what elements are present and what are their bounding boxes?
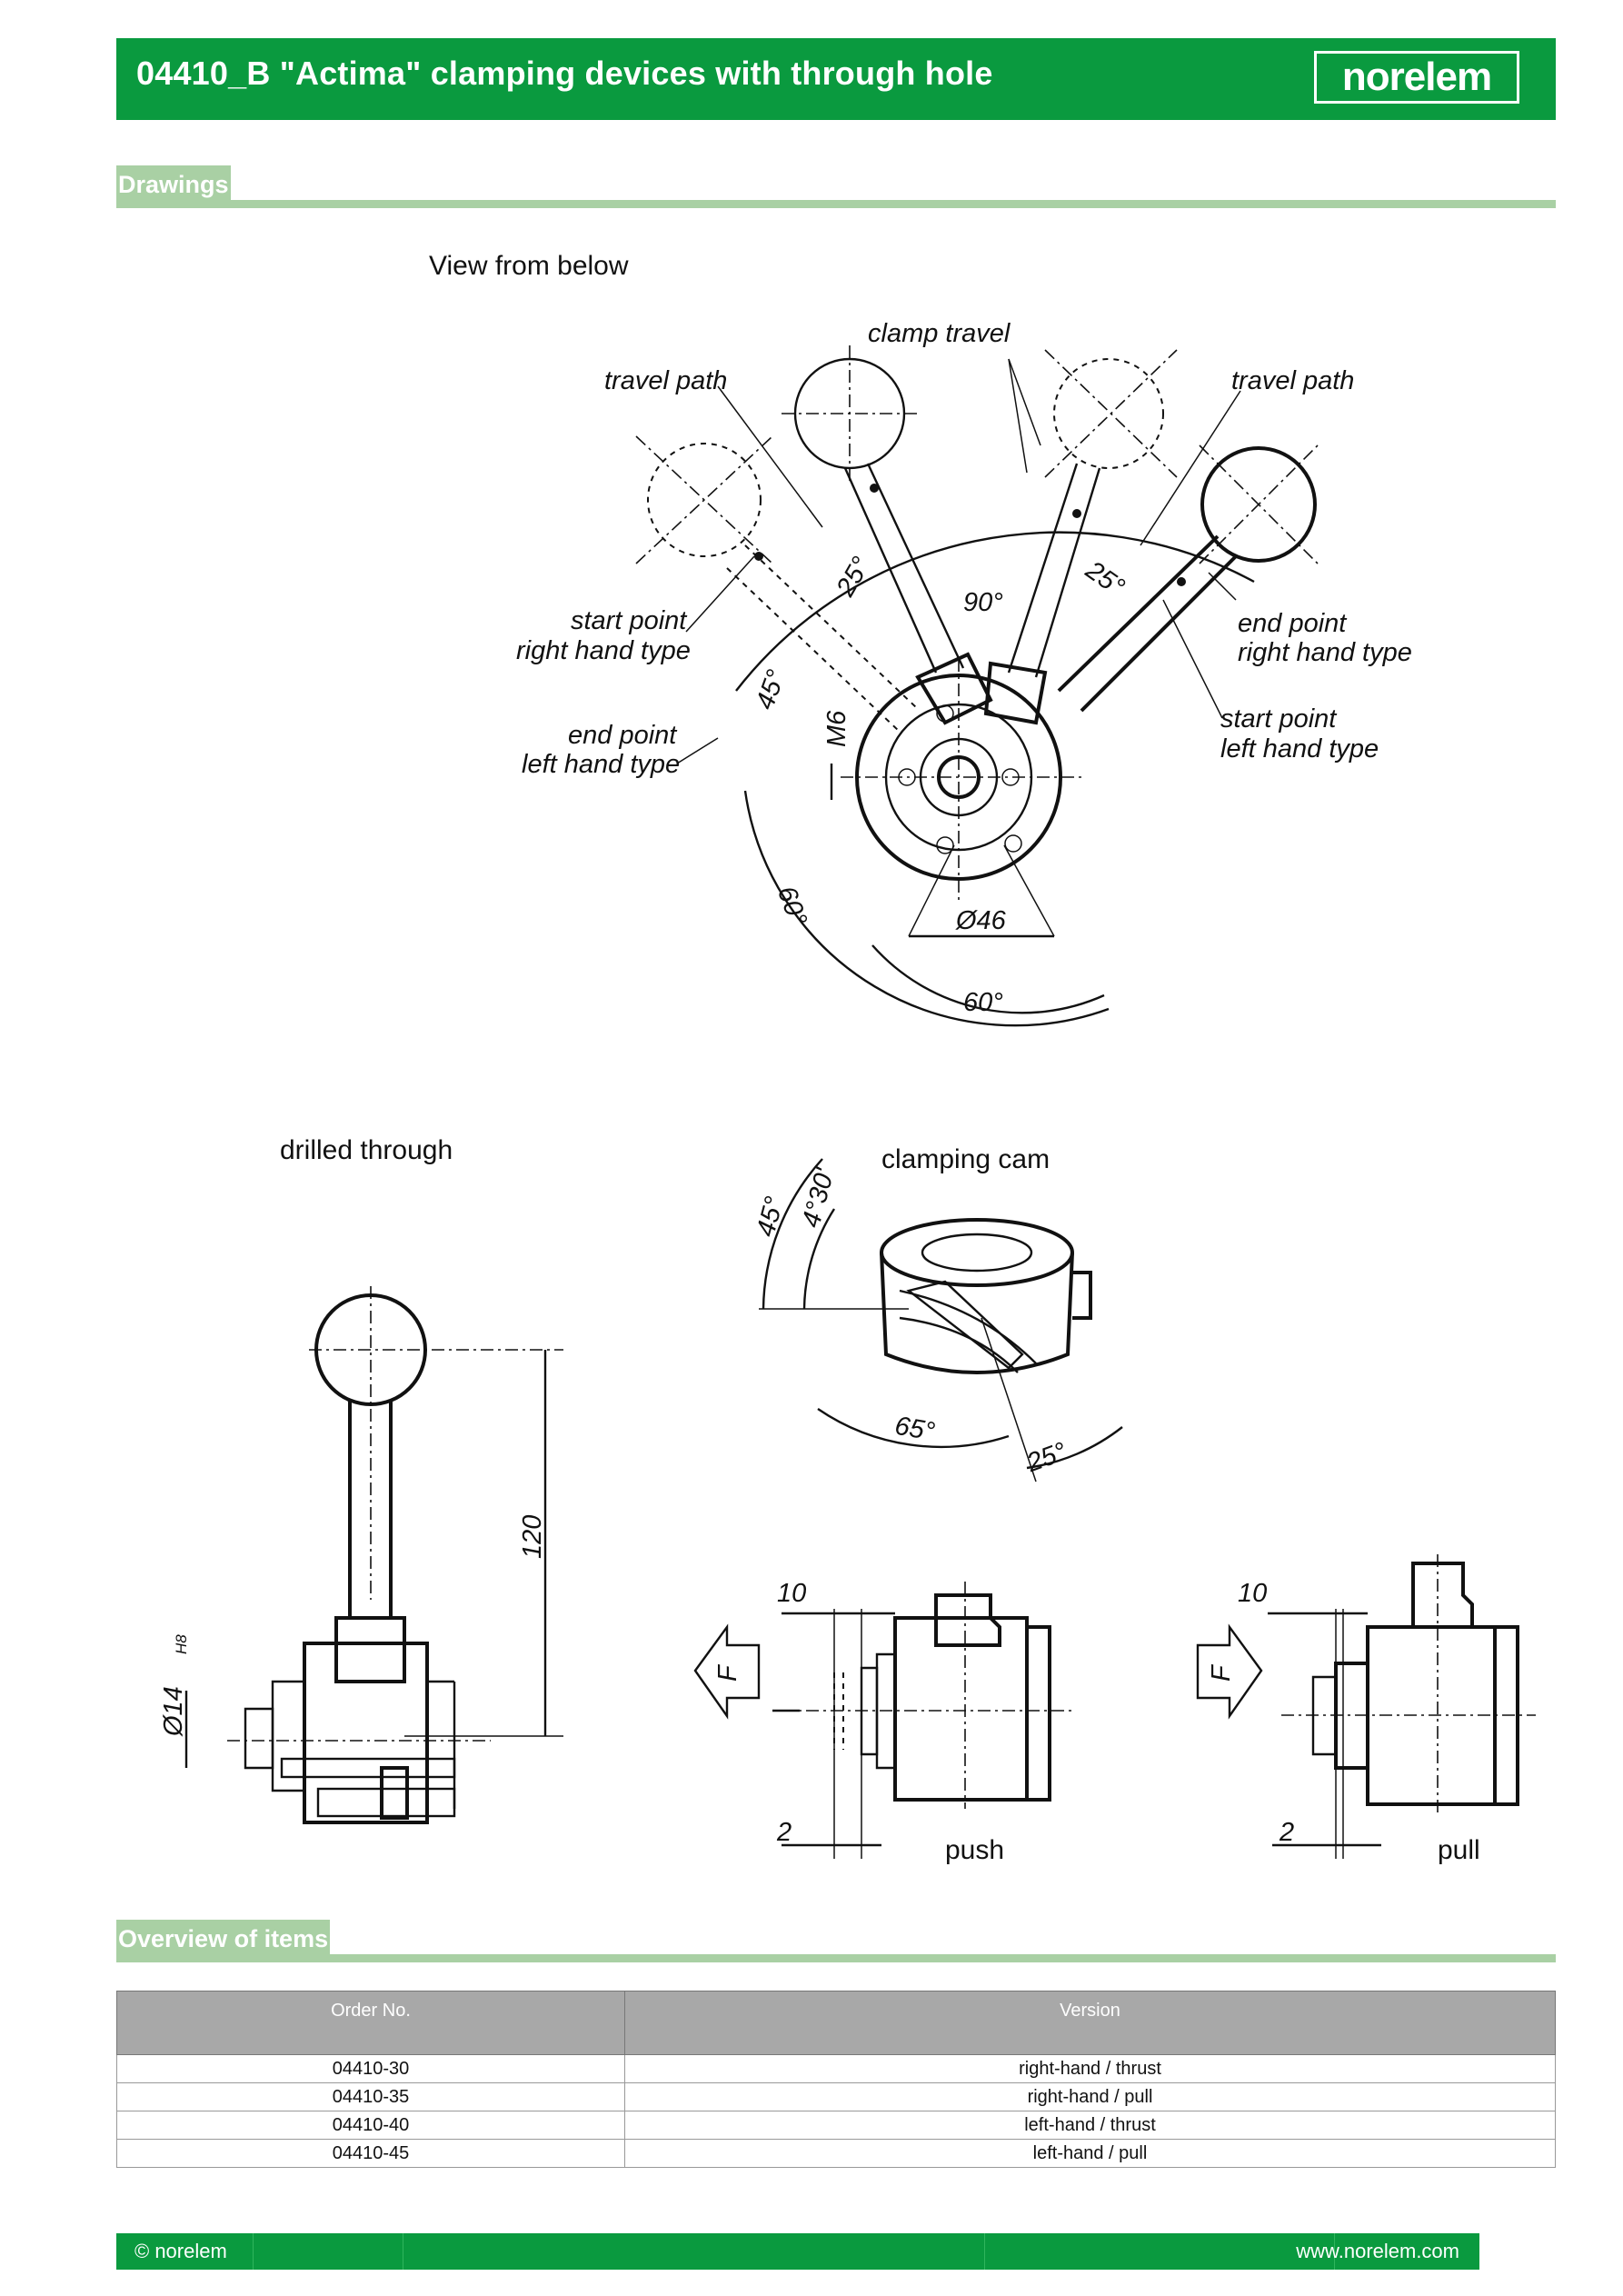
hub (841, 659, 1081, 900)
label-push-2: 2 (776, 1818, 792, 1847)
label-end-point-rh-2: right hand type (1238, 638, 1412, 667)
section-rule-drawings (116, 200, 1556, 208)
label-force-pull: F (1207, 1663, 1236, 1682)
leader-lines (676, 358, 1241, 937)
label-travel-path-left: travel path (604, 366, 727, 395)
footer-website-link[interactable]: www.norelem.com (1296, 2240, 1459, 2262)
travel-arc (735, 531, 1255, 692)
label-end-point-lh-2: left hand type (522, 750, 680, 779)
label-angle-60-left: 60° (772, 883, 812, 930)
label-dim-120: 120 (518, 1515, 547, 1559)
label-angle-25-right: 25° (1080, 555, 1130, 603)
table-row: 04410-45 left-hand / pull (116, 2139, 1556, 2168)
label-dia-14-tolerance: H8 (173, 1634, 190, 1654)
label-angle-45: 45° (751, 666, 792, 714)
label-clamping-cam: clamping cam (881, 1144, 1050, 1174)
cell-order-no: 04410-40 (116, 2111, 625, 2140)
push-view: F (693, 1582, 1072, 1859)
cam-arc-65 (817, 1408, 1010, 1449)
label-start-point-rh-1: start point (571, 606, 688, 635)
label-dia-14: Ø14 (159, 1686, 188, 1737)
section-label-overview: Overview of items (116, 1920, 331, 1958)
clamp-block-left (915, 652, 993, 725)
logo-text: norelem (1341, 55, 1492, 99)
label-cam-4-30: 4°30' (797, 1164, 841, 1231)
label-end-point-lh-1: end point (568, 721, 678, 750)
ball-upper-right-dashed (1007, 349, 1178, 678)
cell-order-no: 04410-30 (116, 2054, 625, 2083)
label-push-10: 10 (777, 1579, 806, 1608)
angle-60-arc (871, 944, 1105, 1014)
cam-arc-4-30 (802, 1208, 836, 1310)
label-end-point-rh-1: end point (1238, 609, 1348, 638)
label-dia-46: Ø46 (955, 906, 1007, 935)
label-push: push (945, 1835, 1004, 1865)
lower-arc (743, 790, 1110, 1027)
label-cam-25: 25° (1022, 1437, 1070, 1478)
ball-left-dashed (635, 435, 919, 733)
side-view-lever (227, 1286, 563, 1824)
norelem-logo: norelem (1314, 51, 1519, 104)
ball-right-solid (1057, 444, 1319, 713)
label-pull-10: 10 (1238, 1579, 1267, 1608)
label-start-point-rh-2: right hand type (516, 636, 691, 665)
column-header-order-no: Order No. (116, 1991, 625, 2055)
cell-order-no: 04410-45 (116, 2139, 625, 2168)
table-row: 04410-40 left-hand / thrust (116, 2111, 1556, 2140)
clamping-cam (880, 1218, 1092, 1374)
label-drilled-through: drilled through (280, 1135, 453, 1165)
label-angle-60-bottom: 60° (963, 988, 1003, 1017)
label-angle-90: 90° (963, 588, 1003, 617)
table-header-row: Order No. Version (116, 1991, 1556, 2055)
footer-bar: © norelem www.norelem.com (116, 2233, 1479, 2270)
label-pull-2: 2 (1279, 1818, 1294, 1847)
section-rule-overview (116, 1954, 1556, 1962)
pull-view: F (1196, 1554, 1536, 1859)
column-header-version: Version (624, 1991, 1556, 2055)
cell-order-no: 04410-35 (116, 2082, 625, 2111)
section-label-drawings: Drawings (116, 165, 231, 204)
label-angle-25-left: 25° (831, 553, 876, 603)
items-table: Order No. Version 04410-30 right-hand / … (116, 1991, 1556, 2168)
label-pull: pull (1438, 1835, 1480, 1865)
label-travel-path-right: travel path (1231, 366, 1354, 395)
footer-copyright: © norelem (134, 2240, 227, 2262)
label-m6: M6 (822, 710, 851, 747)
table-row: 04410-35 right-hand / pull (116, 2082, 1556, 2111)
cam-arc-45 (762, 1158, 823, 1310)
label-start-point-lh-1: start point (1220, 704, 1338, 734)
table-row: 04410-30 right-hand / thrust (116, 2054, 1556, 2083)
label-force-push: F (713, 1663, 742, 1682)
label-view-from-below: View from below (429, 251, 629, 281)
label-cam-45: 45° (752, 1193, 790, 1240)
technical-drawing: View from below (159, 251, 1536, 1865)
cell-version: right-hand / pull (624, 2082, 1556, 2111)
page-title: 04410_B "Actima" clamping devices with t… (136, 55, 993, 92)
cell-version: left-hand / thrust (624, 2111, 1556, 2140)
label-start-point-lh-2: left hand type (1220, 734, 1379, 764)
cell-version: left-hand / pull (624, 2139, 1556, 2168)
label-cam-65: 65° (892, 1412, 937, 1447)
cam-arc-25 (1026, 1426, 1123, 1470)
ball-upper-left-dashed (782, 345, 965, 674)
clamp-block-right (983, 661, 1048, 725)
label-clamp-travel: clamp travel (868, 319, 1011, 348)
header-bar: 04410_B "Actima" clamping devices with t… (116, 38, 1556, 120)
cell-version: right-hand / thrust (624, 2054, 1556, 2083)
